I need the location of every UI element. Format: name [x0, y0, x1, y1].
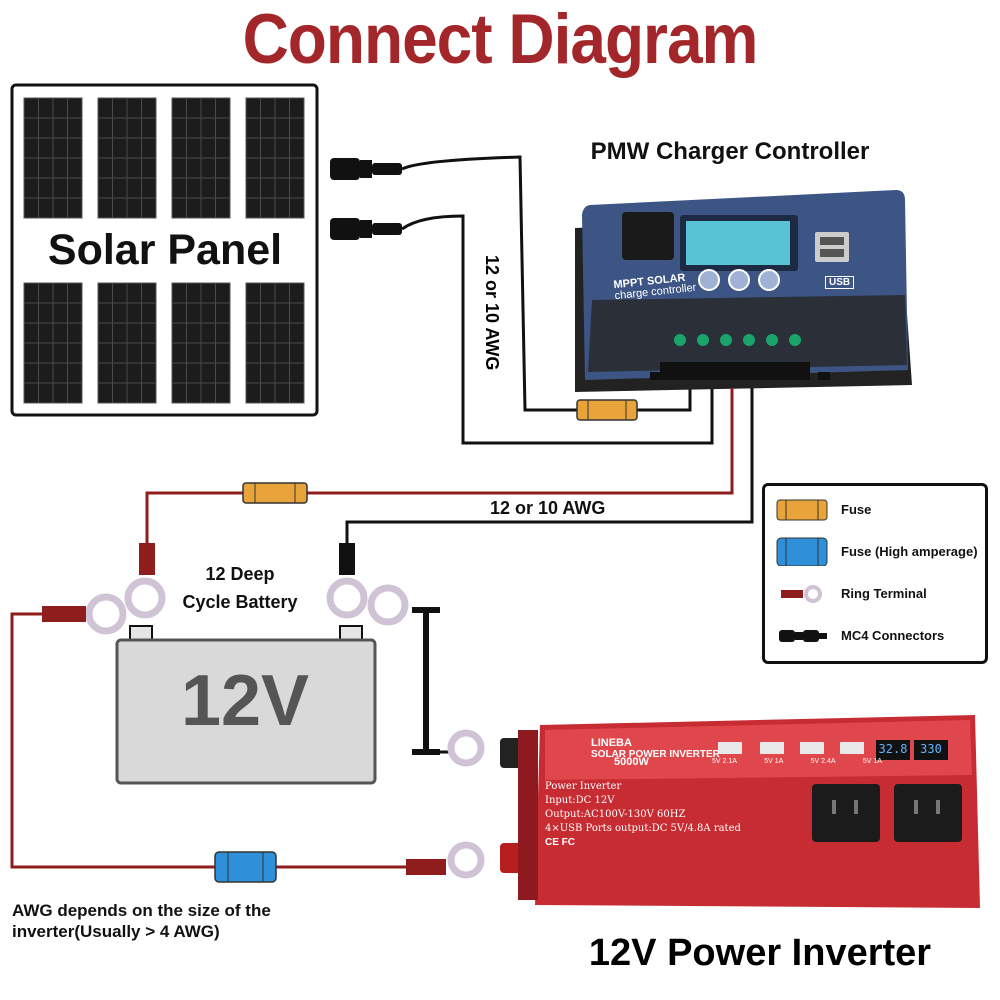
inverter-positive-wire [10, 612, 215, 869]
battery-negative-terminal [326, 543, 368, 619]
battery-positive-wire [145, 491, 243, 545]
battery [115, 625, 377, 785]
mc4-connector-icon [779, 630, 827, 642]
fuse-icon [776, 499, 828, 521]
inverter-model: 5000W [614, 756, 649, 768]
legend-item-mc4: MC4 Connectors [765, 616, 985, 656]
battery-positive-terminal [124, 543, 166, 619]
high-amp-fuse-icon [776, 537, 828, 566]
solar-panel-label: Solar Panel [20, 222, 310, 278]
power-inverter [500, 715, 980, 908]
controller-negative-wire [345, 388, 754, 545]
high-amp-fuse [214, 851, 277, 883]
panel-wire-positive-to-controller [637, 388, 692, 412]
inverter-negative-ring [447, 729, 485, 767]
inverter-spec-text: Power Inverter Input:DC 12V Output:AC100… [545, 781, 741, 848]
legend-item-high-amp-fuse: Fuse (High amperage) [765, 532, 985, 572]
legend-item-ring-terminal: Ring Terminal [765, 574, 985, 614]
awg-horizontal-label: 12 or 10 AWG [490, 498, 606, 518]
negative-cable [412, 607, 440, 755]
panel-wire-negative [401, 214, 714, 445]
controller-title: PMW Charger Controller [590, 138, 870, 165]
awg-note: AWG depends on the size of the inverter(… [12, 901, 271, 941]
legend-item-fuse: Fuse [765, 490, 985, 530]
inverter-positive-lug [406, 859, 446, 875]
diagram-title: Connect Diagram [242, 0, 759, 79]
legend: Fuse Fuse (High amperage) Ring Terminal … [762, 483, 988, 664]
inverter-input-display: 32.8 [878, 742, 908, 756]
inverter-positive-ring [447, 841, 485, 879]
battery-label: 12 Deep Cycle Battery [182, 564, 298, 612]
charge-controller [575, 190, 912, 392]
mc4-connector-top [330, 158, 402, 180]
battery-voltage: 12V [180, 661, 310, 741]
mc4-connector-bottom [330, 218, 402, 240]
panel-wire-positive [401, 155, 577, 412]
battery-fuse [242, 482, 308, 504]
panel-fuse [576, 399, 638, 421]
inverter-title: 12V Power Inverter [588, 932, 932, 974]
ring-terminal-icon [781, 585, 822, 603]
inverter-output-display: 330 [920, 742, 942, 756]
controller-positive-wire [307, 388, 734, 495]
inverter-negative-ring-at-battery [367, 584, 409, 626]
controller-usb-label: USB [825, 276, 855, 289]
inverter-brand: LINEBA SOLAR POWER INVERTER [591, 737, 720, 761]
awg-vertical-label: 12 or 10 AWG [482, 255, 502, 371]
solar-cells [23, 97, 305, 404]
inverter-positive-ring-at-battery [42, 593, 127, 635]
